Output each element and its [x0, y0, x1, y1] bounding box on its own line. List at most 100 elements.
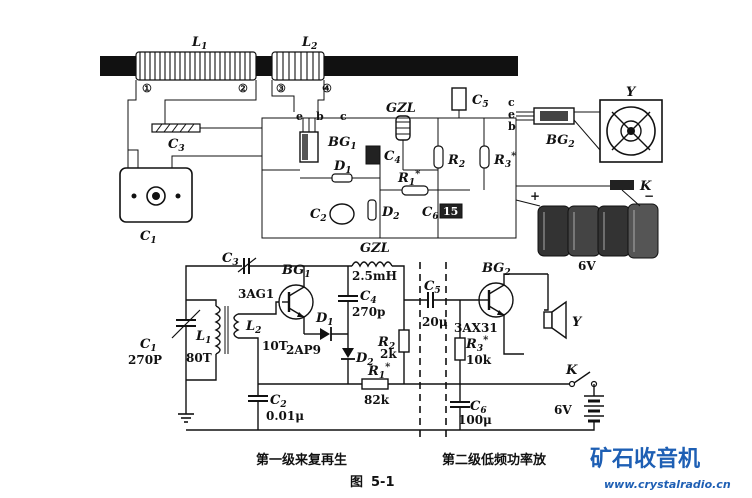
- watermark-url: www.crystalradio.cn: [604, 478, 731, 491]
- label-battery-pic: 6V: [578, 259, 596, 273]
- c6-value: 100μ: [458, 413, 492, 427]
- label-k: K: [565, 363, 578, 378]
- label-y: Y: [572, 315, 583, 330]
- caption-stage1: 第一级来复再生: [256, 452, 347, 468]
- label-c6-pic: C6: [422, 205, 439, 222]
- r2-symbol: [398, 300, 410, 384]
- label-l1: L1: [195, 329, 211, 346]
- c2-symbol: [248, 384, 268, 430]
- label-k-pic: K: [639, 179, 652, 194]
- pin-c-bg2: c: [508, 96, 515, 109]
- c5-value: 20μ: [422, 315, 448, 329]
- coil-l1-winding: [135, 51, 257, 81]
- label-c3-pic: C3: [168, 137, 185, 154]
- label-bg2: BG2: [481, 261, 511, 278]
- c6-symbol: [450, 384, 470, 430]
- label-bg1-pic: BG1: [327, 135, 357, 152]
- label-bg2-pic: BG2: [545, 133, 575, 150]
- gzl-symbol: [351, 261, 405, 300]
- c4-pictorial: [365, 145, 381, 165]
- battery-minus: −: [644, 189, 654, 203]
- label-c2-pic: C2: [310, 207, 327, 224]
- c4-value: 270p: [352, 305, 385, 319]
- r1-value: 82k: [364, 393, 390, 407]
- label-c3: C3: [222, 251, 239, 268]
- label-c5-pic: C5: [472, 93, 489, 110]
- r3-value: 10k: [466, 353, 492, 367]
- label-battery: 6V: [554, 403, 572, 417]
- label-r1-pic: R1*: [397, 169, 421, 188]
- switch-k-pictorial: [516, 180, 634, 190]
- c6-pictorial: [439, 203, 463, 219]
- terminal-4: ④: [322, 82, 332, 95]
- gzl-choke-pictorial: [395, 115, 411, 141]
- label-r3: R3*: [465, 335, 489, 354]
- label-c2: C2: [270, 393, 287, 410]
- label-c4-pic: C4: [384, 149, 401, 166]
- terminal-1: ①: [142, 82, 152, 95]
- bg2-type: 3AX31: [454, 321, 498, 335]
- label-d1-pic: D1: [333, 159, 352, 176]
- bg2-symbol: [478, 273, 548, 355]
- schematic-diagram: C3 C1 270P L1 80T L2 10T: [128, 241, 604, 440]
- coil-l2-winding: [271, 51, 325, 81]
- pin-c: c: [340, 110, 347, 123]
- label-c4: C4: [360, 289, 377, 306]
- label-l2: L2: [245, 319, 261, 336]
- battery-plus: +: [530, 189, 540, 203]
- label-gzl-pic: GZL: [386, 101, 416, 116]
- r3-pictorial: [479, 145, 490, 169]
- label-c6: C6: [470, 399, 487, 416]
- label-c1-pic: C1: [140, 229, 157, 246]
- c5-pictorial: [451, 87, 467, 111]
- c1-symbol: [171, 300, 201, 400]
- label-bg1: BG1: [281, 263, 311, 280]
- bg2-pictorial: [516, 107, 575, 125]
- caption-stage2: 第二级低频功率放: [442, 452, 547, 468]
- label-r3-pic: R3*: [493, 151, 517, 170]
- l1-coil-symbol: [186, 299, 229, 381]
- c3-symbol: [237, 257, 257, 274]
- r1-symbol: [258, 378, 440, 390]
- r2-value: 2k: [380, 347, 397, 361]
- label-d2: D2: [355, 351, 374, 368]
- label-y-pic: Y: [626, 85, 637, 100]
- label-r2-pic: R2: [447, 153, 465, 170]
- l2-turns: 10T: [262, 339, 288, 353]
- watermark-bg: [584, 438, 746, 494]
- c6-pictorial-value: 15: [443, 205, 458, 218]
- label-l2: L2: [301, 35, 317, 52]
- d2-pictorial: [367, 199, 377, 221]
- c5-symbol: [404, 292, 478, 308]
- c3-pictorial: [151, 123, 262, 133]
- pictorial-diagram: L1 L2 ① ② ③ ④ C3 C1: [100, 35, 663, 273]
- gzl-value: 2.5mH: [352, 269, 397, 283]
- battery-pack-pictorial: [515, 189, 659, 259]
- terminal-2: ②: [238, 82, 248, 95]
- battery-symbol: [186, 395, 604, 431]
- bg1-pictorial: [299, 118, 319, 163]
- c1-value: 270P: [128, 353, 162, 367]
- d1-type: 2AP9: [286, 343, 321, 357]
- d1-symbol: [304, 327, 348, 341]
- c2-pictorial: [329, 203, 355, 225]
- label-c5: C5: [424, 279, 441, 296]
- r2-pictorial: [433, 145, 444, 169]
- label-r1: R1*: [367, 362, 391, 381]
- label-c1: C1: [140, 337, 157, 354]
- label-d1: D1: [315, 311, 334, 328]
- pin-e: e: [296, 110, 303, 123]
- l1-turns: 80T: [186, 351, 212, 365]
- pin-b: b: [316, 110, 324, 123]
- pin-b-bg2: b: [508, 120, 516, 133]
- speaker-symbol: [543, 274, 567, 340]
- label-l1: L1: [191, 35, 207, 52]
- watermark: 矿石收音机 www.crystalradio.cn: [584, 438, 746, 494]
- c4-symbol: [338, 266, 358, 348]
- terminal-3: ③: [276, 82, 286, 95]
- label-gzl: GZL: [360, 241, 390, 256]
- switch-k-symbol: [568, 371, 598, 396]
- pin-e-bg2: e: [508, 108, 515, 121]
